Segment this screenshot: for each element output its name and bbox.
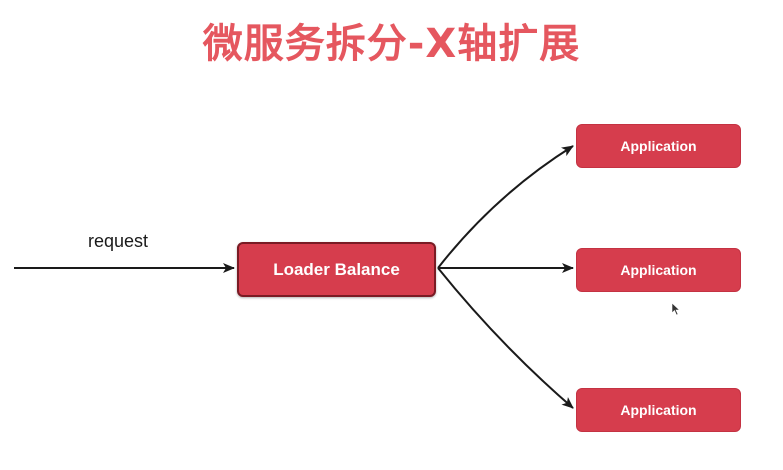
application-label: Application [620, 402, 697, 418]
application-box-2: Application [576, 248, 741, 292]
mouse-cursor-icon [671, 302, 681, 316]
request-label: request [88, 231, 149, 251]
application-label: Application [620, 262, 697, 278]
slide-title: 微服务拆分-X轴扩展 [202, 21, 581, 67]
application-box-3: Application [576, 388, 741, 432]
arrow-to-application-3 [437, 267, 574, 409]
application-label: Application [620, 138, 697, 154]
arrow-to-application-1 [437, 145, 574, 269]
load-balancer-label: Loader Balance [273, 259, 400, 279]
load-balancer-box: Loader Balance [237, 242, 436, 297]
application-box-1: Application [576, 124, 741, 168]
